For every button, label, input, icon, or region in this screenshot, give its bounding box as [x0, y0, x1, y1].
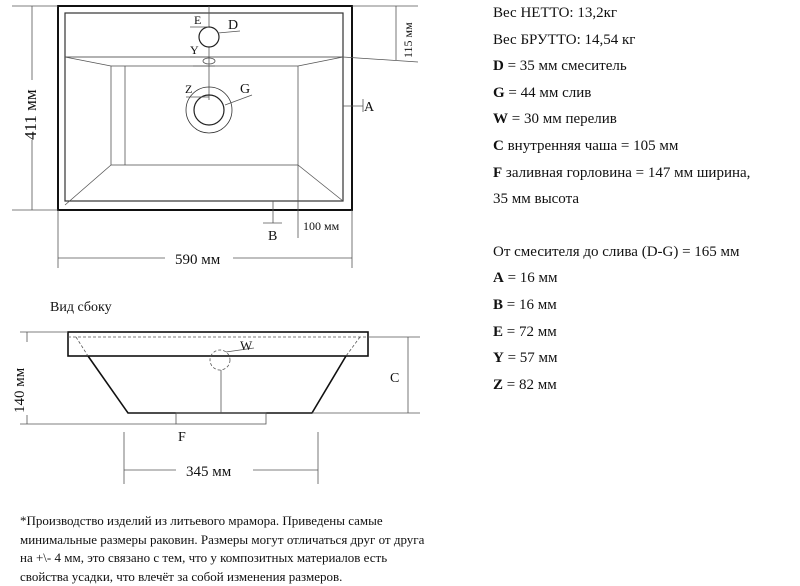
- spec-text: = 35 мм смеситель: [503, 58, 627, 75]
- overflow-hole: [202, 57, 216, 65]
- spec-item: G = 44 мм слив: [493, 80, 750, 107]
- spec-text: заливная горловина = 147 мм ширина,: [502, 164, 751, 181]
- label-d: D: [228, 18, 238, 33]
- faucet-hole: [198, 26, 220, 48]
- label-y: Y: [190, 43, 199, 57]
- footnote-line: на +\- 4 мм, это связано с тем, что у ко…: [20, 550, 388, 566]
- label-b: B: [268, 229, 277, 244]
- footnote: *Производство изделий из литьевого мрамо…: [20, 512, 424, 586]
- distance-d-g: От смесителя до слива (D-G) = 165 мм: [493, 243, 740, 260]
- spec-text: = 44 мм слив: [504, 84, 592, 101]
- label-z: Z: [185, 82, 192, 96]
- label-w: W: [240, 338, 253, 353]
- dim-item: Y = 57 мм: [493, 345, 750, 372]
- spec-f-continued: 35 мм высота: [493, 191, 580, 208]
- label-f: F: [178, 430, 186, 445]
- dim-key: Z: [493, 376, 504, 393]
- dim-text: = 82 мм: [503, 376, 557, 393]
- spec-item: F заливная горловина = 147 мм ширина,: [493, 160, 750, 187]
- dim-depth-411: 411 мм: [21, 89, 40, 140]
- spec-key: D: [493, 58, 504, 75]
- bowl-bottom: [110, 65, 299, 166]
- spec-text: = 30 мм перелив: [508, 111, 617, 128]
- sink-inner-rim: [64, 12, 344, 202]
- spec-key: G: [493, 84, 505, 101]
- gross-weight: Вес БРУТТО: 14,54 кг: [493, 31, 636, 48]
- dim-side-100: 100 мм: [303, 219, 340, 233]
- spec-item: D = 35 мм смеситель: [493, 53, 750, 80]
- dim-key: B: [493, 296, 504, 313]
- side-slab: [67, 331, 369, 357]
- dim-text: = 72 мм: [503, 323, 557, 340]
- drain-neck: [175, 412, 267, 425]
- footnote-line: *Производство изделий из литьевого мрамо…: [20, 513, 383, 528]
- top-view: [12, 5, 419, 268]
- spec-key: F: [493, 164, 503, 181]
- drain-outer: [185, 86, 233, 134]
- dim-item: B = 16 мм: [493, 292, 750, 319]
- dim-key: A: [493, 270, 504, 287]
- dim-item: Z = 82 мм: [493, 372, 750, 399]
- dim-text: = 16 мм: [503, 296, 557, 313]
- specifications: Вес НЕТТО: 13,2кг Вес БРУТТО: 14,54 кг D…: [493, 0, 750, 398]
- sink-outer-outline: [57, 5, 353, 211]
- spec-key: C: [493, 137, 504, 154]
- side-view-title: Вид сбоку: [50, 300, 112, 315]
- overflow-circle: [209, 349, 231, 371]
- spec-item: W = 30 мм перелив: [493, 106, 750, 133]
- dim-height-140: 140 мм: [12, 367, 28, 413]
- label-g: G: [240, 82, 250, 97]
- side-bowl: [87, 355, 347, 414]
- dim-deck-115: 115 мм: [401, 22, 415, 58]
- net-weight: Вес НЕТТО: 13,2кг: [493, 5, 618, 21]
- spec-key: W: [493, 111, 508, 128]
- label-e: E: [194, 13, 201, 27]
- footnote-line: минимальные размеры раковин. Размеры мог…: [20, 531, 425, 547]
- drain-inner: [193, 94, 225, 126]
- footnote-line: свойства усадки, что влечёт за собой изм…: [20, 568, 343, 584]
- spec-item: C внутренняя чаша = 105 мм: [493, 133, 750, 160]
- dim-key: E: [493, 323, 504, 340]
- dim-key: Y: [493, 350, 504, 367]
- side-view: [20, 331, 420, 484]
- dim-bottom-345: 345 мм: [186, 464, 232, 480]
- dim-item: E = 72 мм: [493, 319, 750, 346]
- dim-width-590: 590 мм: [175, 252, 221, 268]
- dim-item: A = 16 мм: [493, 265, 750, 292]
- spec-text: внутренняя чаша = 105 мм: [503, 137, 679, 154]
- dim-text: = 16 мм: [503, 270, 558, 287]
- dim-text: = 57 мм: [503, 350, 558, 367]
- label-a: A: [364, 100, 375, 115]
- label-c: C: [390, 371, 399, 386]
